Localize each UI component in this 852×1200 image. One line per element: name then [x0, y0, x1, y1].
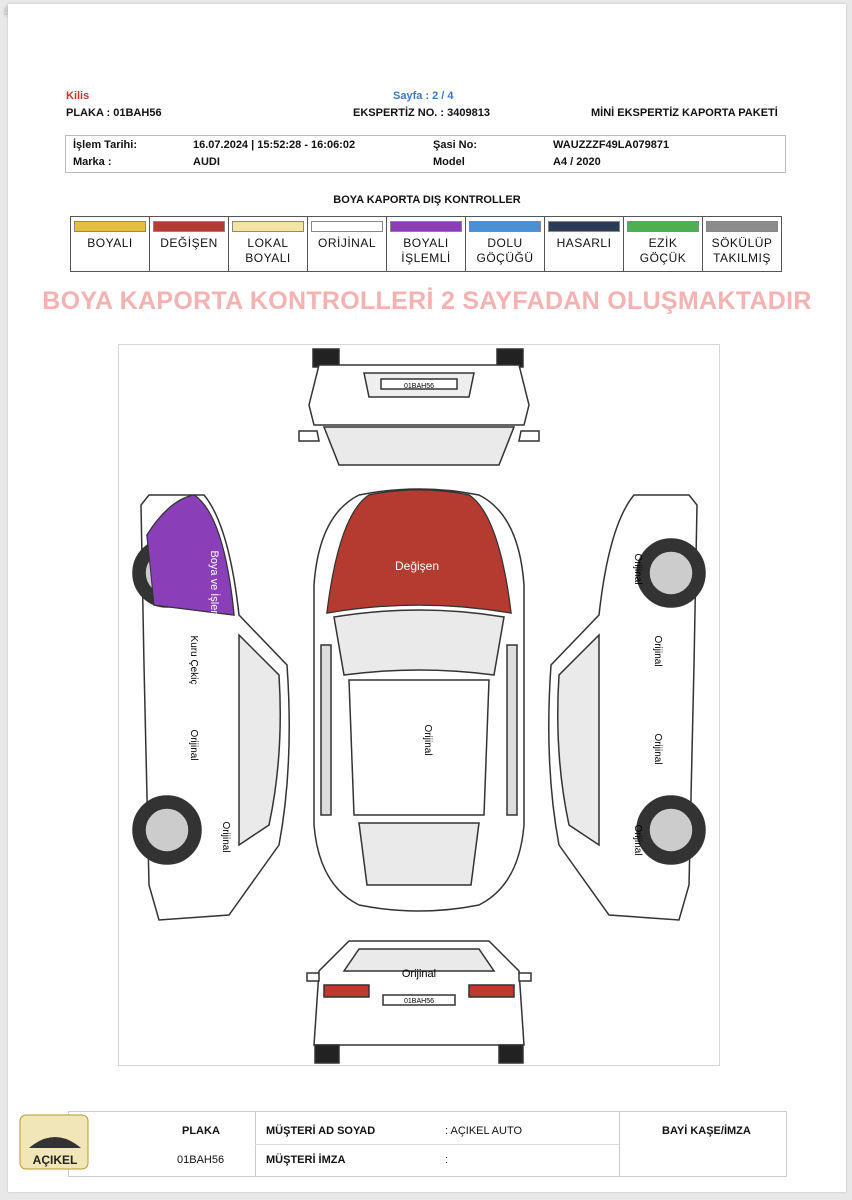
- car-rear-view: [306, 940, 532, 1064]
- legend-item: LOKAL BOYALI: [229, 217, 308, 271]
- acikel-logo-icon: AÇIKEL: [19, 1114, 89, 1170]
- hood-changed-panel: [326, 489, 512, 614]
- page-number: Sayfa : 2 / 4: [393, 90, 454, 102]
- legend-label: LOKAL BOYALI: [245, 236, 291, 265]
- legend-item: SÖKÜLÜP TAKILMIŞ: [703, 217, 781, 271]
- hood-label: Değişen: [395, 559, 439, 573]
- customer-signature-value: :: [445, 1154, 449, 1166]
- customer-signature-label: MÜŞTERİ İMZA: [266, 1154, 346, 1166]
- legend-label: BOYALI: [87, 236, 133, 250]
- customer-name-label: MÜŞTERİ AD SOYAD: [266, 1125, 376, 1137]
- legend-label: ORİJİNAL: [317, 236, 376, 250]
- city-label: Kilis: [66, 90, 90, 102]
- legend-swatch: [706, 221, 778, 232]
- legend-item: HASARLI: [545, 217, 624, 271]
- legend-label: HASARLI: [556, 236, 612, 250]
- legend-label: DOLU GÖÇÜĞÜ: [476, 236, 534, 265]
- footer-plaka-value: 01BAH56: [177, 1154, 225, 1166]
- right-door-front-label: Orijinal: [652, 635, 663, 666]
- marka-label: Marka :: [73, 156, 112, 168]
- legend-swatch: [627, 221, 699, 232]
- legend-item: ORİJİNAL: [308, 217, 387, 271]
- rear-plate-text: 01BAH56: [404, 998, 434, 1005]
- rear-label: Orijinal: [402, 968, 436, 980]
- front-plate-text: 01BAH56: [404, 383, 434, 390]
- car-damage-diagram: 01BAH56 01BAH56 Değişen Orijinal Orijina…: [118, 344, 720, 1066]
- legend-item: DEĞİŞEN: [150, 217, 229, 271]
- legend-swatch: [232, 221, 304, 232]
- color-legend: BOYALI DEĞİŞEN LOKAL BOYALI ORİJİNAL BOYALI …: [70, 216, 782, 272]
- marka-value: AUDI: [193, 156, 220, 168]
- logo-text: AÇIKEL: [33, 1153, 78, 1167]
- car-diagram-svg: 01BAH56 01BAH56 Değişen Orijinal Orijina…: [132, 348, 706, 1064]
- left-door-front-label: Kuru Çekiç: [188, 636, 199, 685]
- left-front-label: Boya ve İşlem: [208, 550, 221, 619]
- sasi-label: Şasi No:: [433, 139, 478, 151]
- report-page: Kilis Sayfa : 2 / 4 PLAKA : 01BAH56 EKSP…: [8, 4, 846, 1192]
- model-label: Model: [433, 156, 465, 168]
- right-door-rear-label: Orijinal: [652, 733, 663, 764]
- legend-label: SÖKÜLÜP TAKILMIŞ: [711, 236, 773, 265]
- info-banner: BOYA KAPORTA KONTROLLERİ 2 SAYFADAN OLUŞ…: [42, 287, 812, 315]
- legend-item: BOYALI: [71, 217, 150, 271]
- package-name: MİNİ EKSPERTİZ KAPORTA PAKETİ: [591, 107, 778, 119]
- right-front-label: Orijinal: [632, 553, 643, 584]
- plate-line: PLAKA : 01BAH56: [66, 107, 162, 119]
- legend-item: EZİK GÖÇÜK: [624, 217, 703, 271]
- islem-tarihi-value: 16.07.2024 | 15:52:28 - 16:06:02: [193, 139, 356, 151]
- legend-swatch: [548, 221, 620, 232]
- footer-plaka-label: PLAKA: [182, 1125, 220, 1137]
- legend-swatch: [469, 221, 541, 232]
- legend-swatch: [390, 221, 462, 232]
- section-title: BOYA KAPORTA DIŞ KONTROLLER: [333, 194, 521, 206]
- legend-swatch: [311, 221, 383, 232]
- legend-item: DOLU GÖÇÜĞÜ: [466, 217, 545, 271]
- legend-label: BOYALI İŞLEMLİ: [401, 236, 451, 265]
- vehicle-info-box: İşlem Tarihi: 16.07.2024 | 15:52:28 - 16…: [65, 135, 786, 173]
- right-rear-label: Orijinal: [632, 824, 643, 855]
- footer-signature-table: AÇIKEL PLAKA 01BAH56 MÜŞTERİ AD SOYAD : …: [19, 1111, 787, 1177]
- left-fender-processed-panel: [146, 494, 235, 616]
- legend-swatch: [153, 221, 225, 232]
- roof-label: Orijinal: [422, 724, 433, 755]
- customer-name-value: : AÇIKEL AUTO: [445, 1125, 523, 1137]
- left-rear-label: Orijinal: [220, 821, 231, 852]
- legend-swatch: [74, 221, 146, 232]
- legend-item: BOYALI İŞLEMLİ: [387, 217, 466, 271]
- dealer-stamp-label: BAYİ KAŞE/İMZA: [662, 1125, 751, 1137]
- model-value: A4 / 2020: [553, 156, 601, 168]
- legend-label: EZİK GÖÇÜK: [639, 236, 687, 265]
- sasi-value: WAUZZZF49LA079871: [553, 139, 670, 151]
- car-front-view: [298, 348, 540, 466]
- legend-label: DEĞİŞEN: [160, 236, 218, 250]
- car-right-side-view: [548, 494, 706, 921]
- left-door-rear-label: Orijinal: [188, 729, 199, 760]
- islem-tarihi-label: İşlem Tarihi:: [73, 139, 137, 151]
- ekspertiz-number: EKSPERTİZ NO. : 3409813: [353, 107, 490, 119]
